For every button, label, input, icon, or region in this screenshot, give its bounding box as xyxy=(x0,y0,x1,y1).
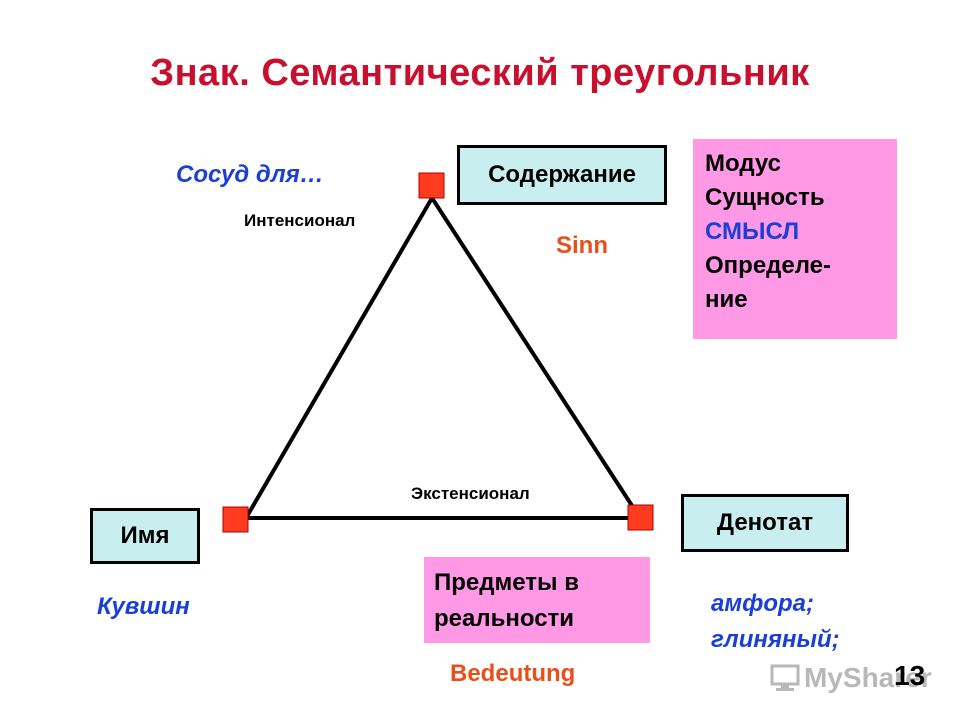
name-box: Имя xyxy=(90,508,200,564)
objects-line-1: Предметы в xyxy=(434,569,579,596)
node-left xyxy=(222,506,249,533)
amphora-label: амфора; глиняный; xyxy=(711,586,840,658)
kuvshin-label: Кувшин xyxy=(97,593,190,620)
watermark-text: MySharer xyxy=(804,662,932,693)
meaning-line-2: Сущность xyxy=(705,184,825,211)
amphora-line-2: глиняный; xyxy=(711,626,840,653)
denotat-box: Денотат xyxy=(681,494,849,552)
bedeutung-label: Bedeutung xyxy=(450,660,576,687)
watermark: MySharer xyxy=(770,662,932,694)
page-number: 13 xyxy=(894,660,926,691)
edge-left xyxy=(244,196,434,520)
content-box: Содержание xyxy=(457,145,667,205)
node-right xyxy=(627,504,654,531)
objects-line-2: реальности xyxy=(434,605,575,632)
edge-right xyxy=(430,196,642,520)
meaning-line-5: ние xyxy=(705,286,748,313)
meaning-line-3: СМЫСЛ xyxy=(705,218,800,245)
name-box-label: Имя xyxy=(120,522,170,549)
meaning-line-1: Модус xyxy=(705,150,781,177)
monitor-icon xyxy=(770,664,800,691)
vessel-label: Сосуд для… xyxy=(176,161,324,188)
objects-box: Предметы в реальности xyxy=(424,557,650,643)
node-top xyxy=(418,172,445,199)
meaning-line-4: Определе- xyxy=(705,252,832,279)
page-title: Знак. Семантический треугольник xyxy=(150,52,810,94)
sinn-label: Sinn xyxy=(556,232,608,259)
content-box-label: Содержание xyxy=(488,161,636,188)
denotat-box-label: Денотат xyxy=(716,509,814,536)
meaning-box: Модус Сущность СМЫСЛ Определе- ние xyxy=(693,139,897,339)
intensional-label: Интенсионал xyxy=(244,211,356,230)
amphora-line-1: амфора; xyxy=(711,590,814,617)
extensional-label: Экстенсионал xyxy=(411,484,530,503)
